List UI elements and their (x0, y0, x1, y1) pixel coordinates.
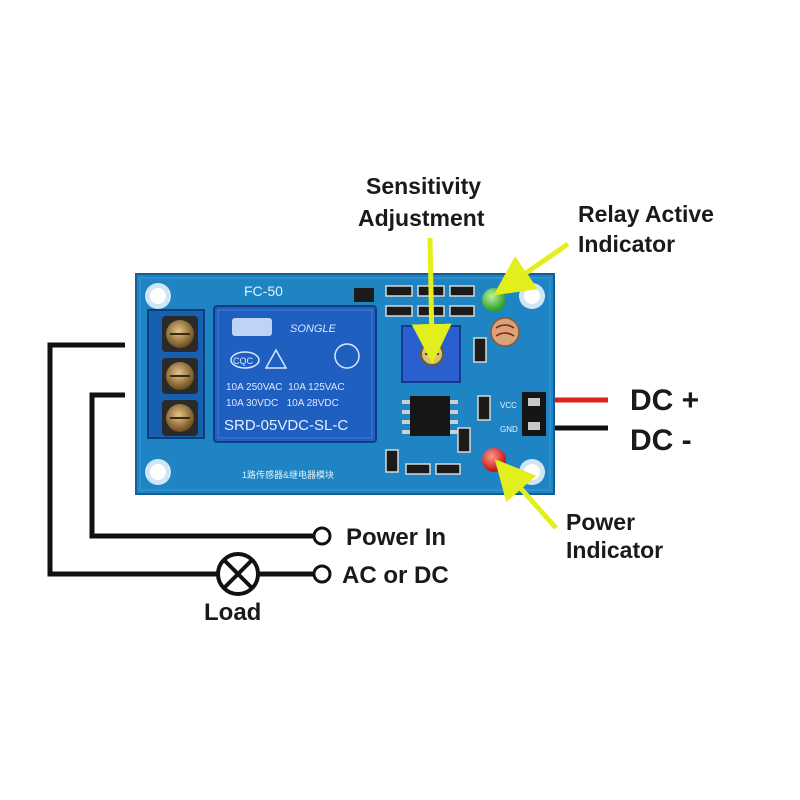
relay-brand: SONGLE (290, 323, 337, 335)
ac-dc-terminal (312, 564, 332, 584)
power-led (482, 448, 506, 472)
board-model: FC-50 (244, 283, 283, 299)
dc-minus-label: DC - (630, 424, 692, 457)
pin-gnd-label: GND (500, 425, 518, 434)
board-bottom-text: 1路传感器&继电器模块 (242, 469, 334, 480)
relay-active-arrow (493, 241, 570, 296)
dc-plus-label: DC + (630, 384, 699, 417)
power-indicator-label-2: Indicator (566, 537, 663, 563)
relay-rating-1: 10A 250VAC 10A 125VAC (226, 382, 345, 393)
load-label: Load (204, 599, 261, 626)
transistor (354, 288, 374, 302)
power-in-terminal (312, 526, 332, 546)
relay: SONGLE CQC 10A 250VAC 10A 125VAC 10A 30V… (213, 305, 377, 443)
power-indicator-arrow (494, 459, 558, 530)
power-in-label: Power In (346, 524, 446, 551)
ic-chip (402, 396, 458, 436)
load-wire-loop (47, 342, 316, 577)
power-indicator-label-1: Power (566, 509, 635, 535)
relay-active-label-2: Indicator (578, 231, 675, 257)
ac-dc-label: AC or DC (342, 562, 449, 589)
photoresistor (490, 317, 520, 347)
relay-model: SRD-05VDC-SL-C (224, 417, 348, 434)
sensitivity-label-1: Sensitivity (366, 173, 481, 199)
pin-vcc-label: VCC (500, 401, 517, 410)
relay-active-label-1: Relay Active (578, 201, 714, 227)
relay-board: FC-50 1路传感器&继电器模块 SONGLE CQC 10A 250VAC (135, 273, 555, 495)
relay-cert: CQC (233, 356, 254, 366)
relay-active-led (482, 288, 506, 312)
sensitivity-label-2: Adjustment (358, 205, 485, 231)
screw-terminal-block (147, 309, 205, 439)
pin-header: VCC GND (500, 392, 546, 436)
sensitivity-arrow (411, 237, 452, 364)
power-in-wire (89, 392, 316, 539)
relay-rating-2: 10A 30VDC 10A 28VDC (226, 398, 339, 409)
load-lamp-icon (216, 552, 260, 596)
